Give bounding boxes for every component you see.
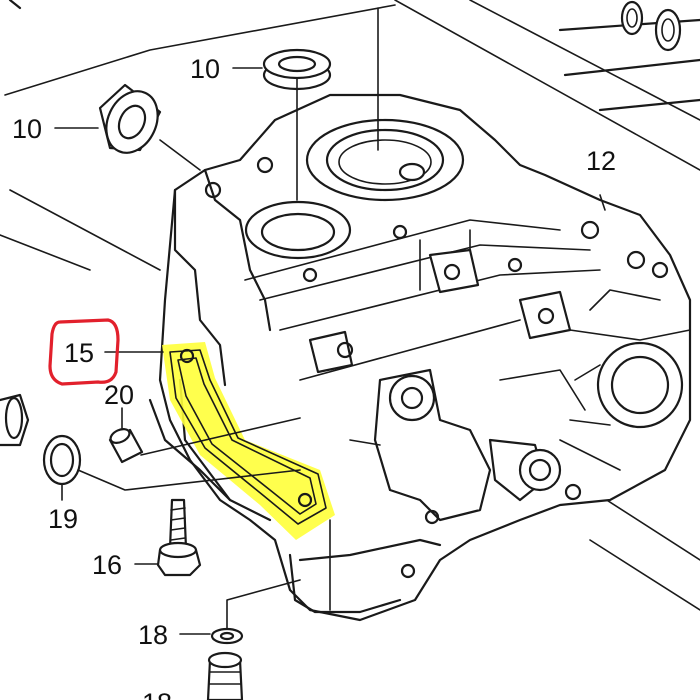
callout-15: 15 (64, 338, 94, 368)
oil-seal-10-top (262, 48, 332, 201)
shaft-assembly (8, 0, 700, 112)
callout-10-top: 10 (190, 54, 220, 84)
callout-19: 19 (48, 504, 78, 534)
callout-18-bottom: 18 (142, 688, 172, 700)
dowel-pin-20 (108, 417, 301, 464)
bolt-16 (156, 498, 202, 577)
callout-18: 18 (138, 620, 168, 650)
red-circle-mark (48, 318, 120, 386)
gasket-highlight (162, 342, 335, 540)
callout-leaders (54, 7, 606, 635)
callout-20: 20 (104, 380, 134, 410)
o-ring-19 (42, 434, 301, 491)
side-seal (0, 393, 30, 447)
drain-plug-18 (206, 651, 244, 700)
callout-16: 16 (92, 550, 122, 580)
callout-12: 12 (586, 146, 616, 176)
callout-10-left: 10 (12, 114, 42, 144)
gasket-part-15 (162, 342, 335, 540)
bearing-10-left (98, 83, 201, 171)
washer-18 (210, 579, 301, 645)
